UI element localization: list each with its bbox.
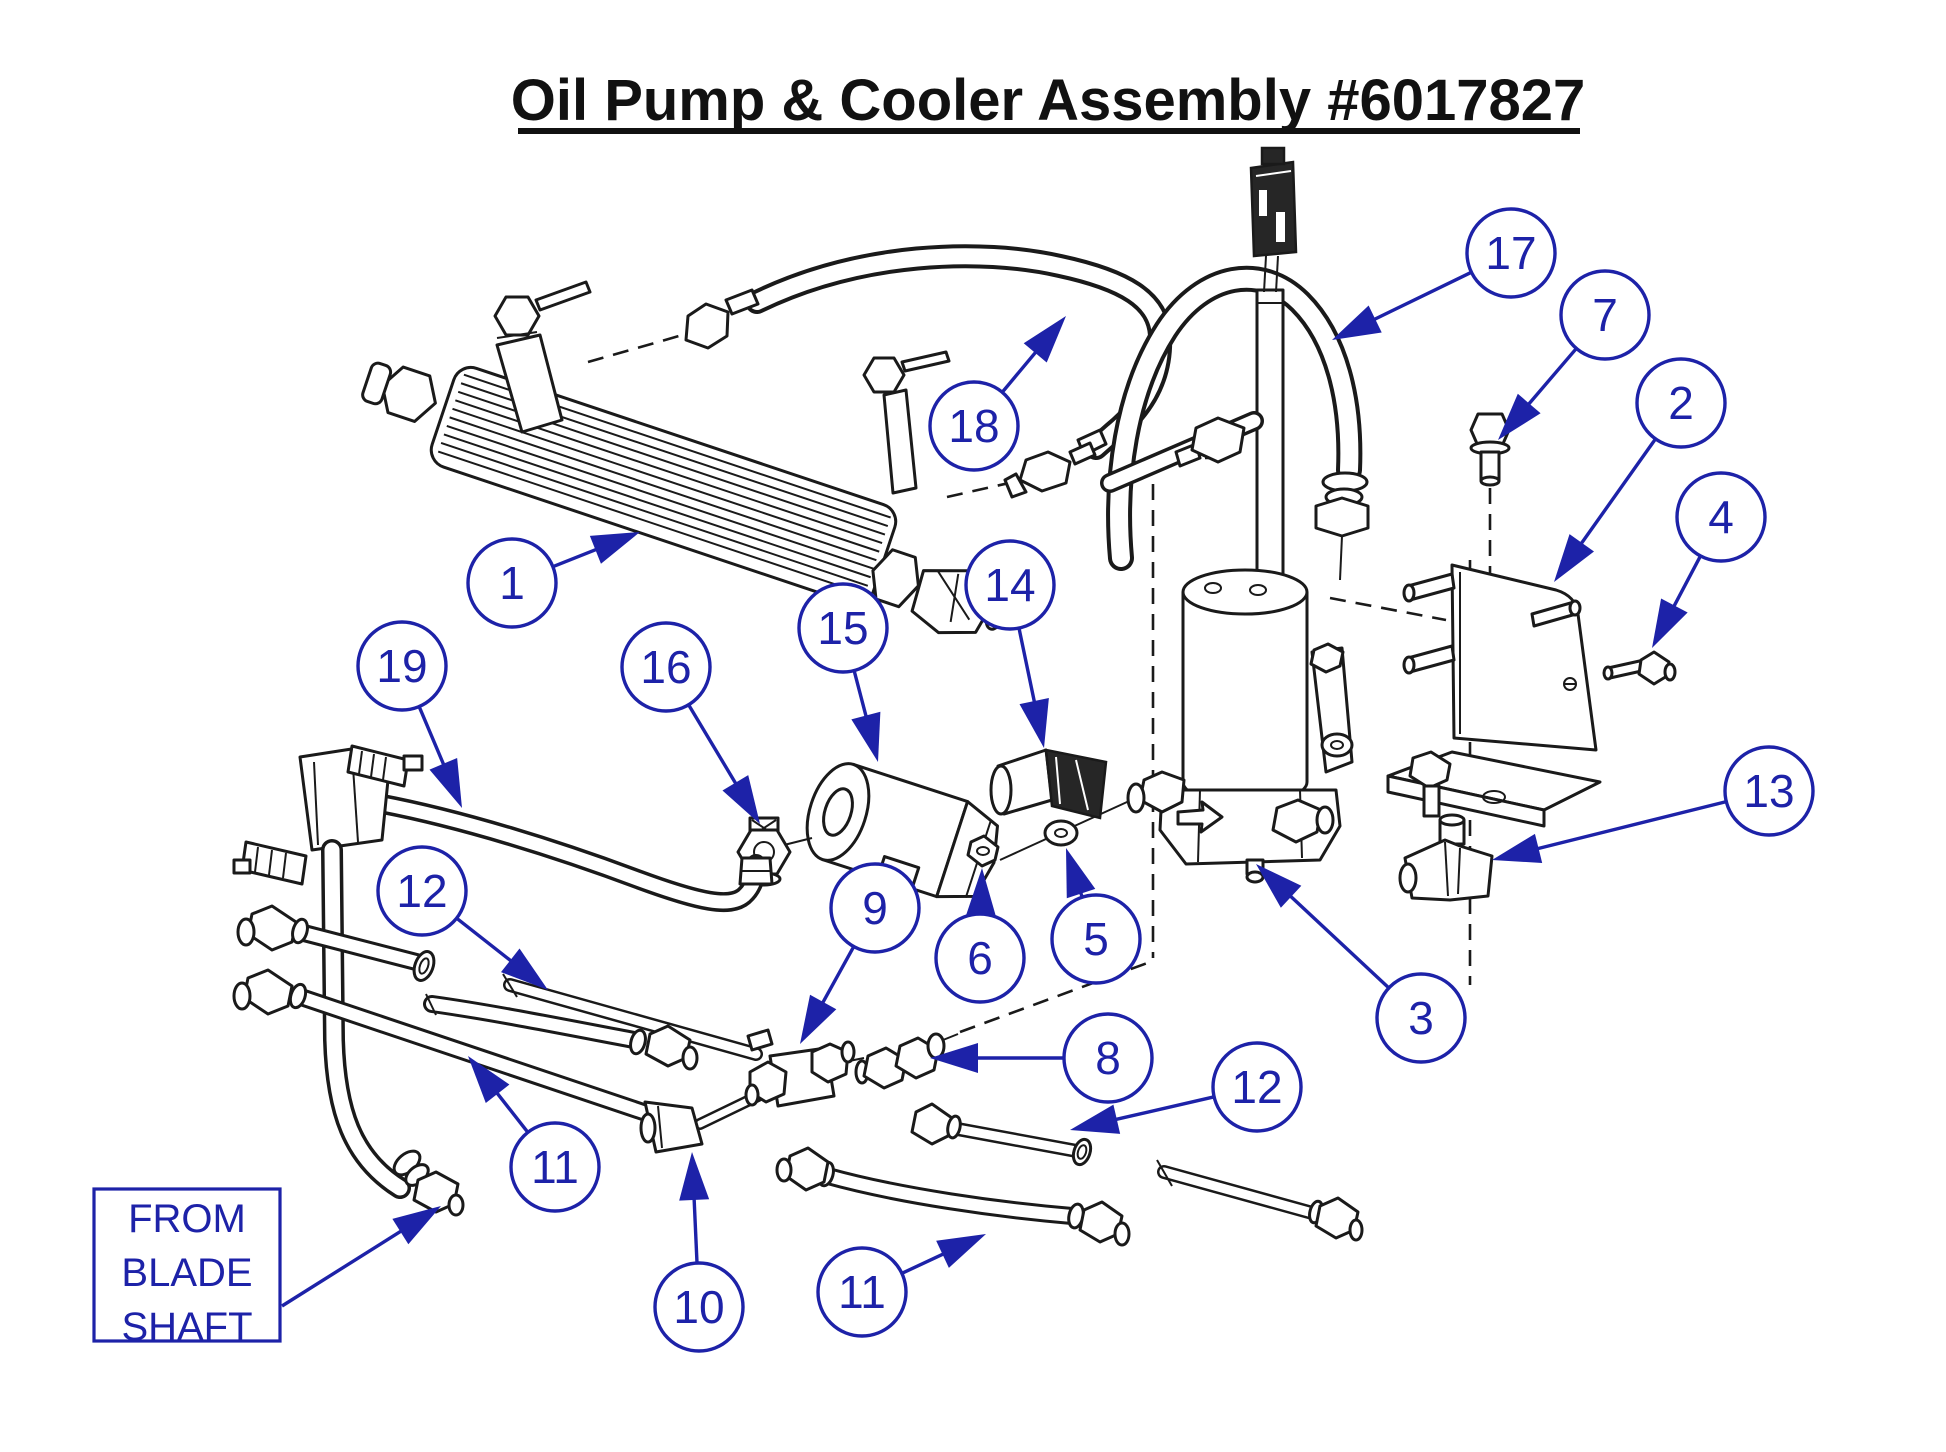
callout-number: 8 [1095,1032,1121,1084]
callout-number: 16 [640,641,691,693]
tube-12-right-a [910,1102,1093,1167]
callout-number: 11 [531,1141,579,1193]
union-fitting [1190,416,1246,464]
callout-number: 12 [396,865,447,917]
callout-11: 11 [468,1056,601,1213]
union-hose [1100,411,1264,493]
note-line-3: SHAFT [121,1305,252,1349]
hose-11-left [423,993,699,1071]
hose17-end-nut [1314,496,1370,538]
hose-left-upper [236,904,436,982]
elbow-fitting-14 [989,748,1108,820]
callout-number: 12 [1231,1061,1282,1113]
cooler-bracket-right-pin [900,350,951,373]
note-box-arrow [281,1206,441,1308]
callout-8: 8 [930,1012,1154,1104]
elbow-10 [639,1090,764,1154]
cooler-bracket-right [882,388,918,495]
callout-number: 6 [967,932,993,984]
callout-7: 7 [1498,269,1651,440]
callout-4: 4 [1652,471,1767,648]
callout-number: 3 [1408,992,1434,1044]
callout-number: 14 [984,559,1035,611]
callout-13: 13 [1492,745,1815,863]
callout-6: 6 [934,868,1026,1004]
hose-17 [1106,265,1370,581]
callout-number: 10 [673,1281,724,1333]
callout-number: 1 [499,557,525,609]
callout-number: 18 [948,400,999,452]
hose-11-right [775,1146,1131,1247]
note-box: FROM BLADE SHAFT [92,1187,282,1349]
note-line-1: FROM [128,1197,246,1241]
callout-3: 3 [1256,864,1467,1064]
bolt-7 [1469,412,1511,487]
cooler-bolt-left [493,295,541,337]
callout-14: 14 [964,539,1056,748]
hose-clamp-top [346,744,424,788]
callout-19: 19 [356,620,462,808]
pump-flow-arrow [1176,800,1224,834]
callout-18: 18 [928,316,1066,472]
pump-motor-canister [1181,592,1309,806]
callout-1: 1 [466,532,640,629]
callout-number: 15 [817,602,868,654]
callout-number: 11 [838,1266,886,1318]
callout-10: 10 [653,1152,745,1353]
pump-inlet-fitting [1138,770,1186,814]
page-title: Oil Pump & Cooler Assembly #6017827 [511,68,1586,133]
blade-shaft-hose [232,744,465,1217]
callout-15: 15 [797,582,889,762]
hose-19 [362,792,774,913]
callout-number: 19 [376,640,427,692]
bolt-4 [1602,650,1677,686]
callout-number: 2 [1668,377,1694,429]
callout-5: 5 [1050,848,1142,985]
hose18-left-fitting [684,302,730,350]
cooler-left-plug [380,365,437,423]
washer-5 [1043,819,1079,847]
elbow-13 [1398,813,1494,902]
callout-number: 4 [1708,491,1734,543]
mount-bracket [1386,563,1602,828]
callout-12: 12 [1070,1041,1303,1134]
oil-pump [999,568,1354,884]
tee-9 [744,1028,865,1108]
callout-number: 9 [862,882,888,934]
cooler-bolt-right [862,356,906,394]
hose-left-lower [232,968,664,1125]
callout-number: 7 [1592,289,1618,341]
cooler-bracket-left-pin [534,280,592,312]
title-underline [518,128,1580,134]
tube-12-right-b [1156,1159,1364,1242]
callout-17: 17 [1332,207,1557,340]
callout-12: 12 [376,845,548,990]
callout-number: 5 [1083,913,1109,965]
hose18-right-fitting [1018,450,1072,493]
sensor-riser [1249,146,1298,582]
oil-cooler [361,280,1006,635]
line-art [232,146,1677,1247]
callout-16: 16 [620,621,760,824]
callout-9: 9 [800,862,921,1044]
callout-11: 11 [816,1234,986,1338]
hose-clamp-left [232,840,308,886]
callout-number: 17 [1485,227,1536,279]
cooler-bracket-left [495,333,564,434]
electrical-connector [1249,146,1298,258]
callout-2: 2 [1554,357,1727,582]
blade-hose-end-nut [412,1170,460,1214]
note-line-2: BLADE [121,1251,252,1295]
nut-6 [966,834,1000,868]
tube-12-left [502,973,763,1061]
callout-number: 13 [1743,765,1794,817]
union-8 [854,1032,959,1090]
